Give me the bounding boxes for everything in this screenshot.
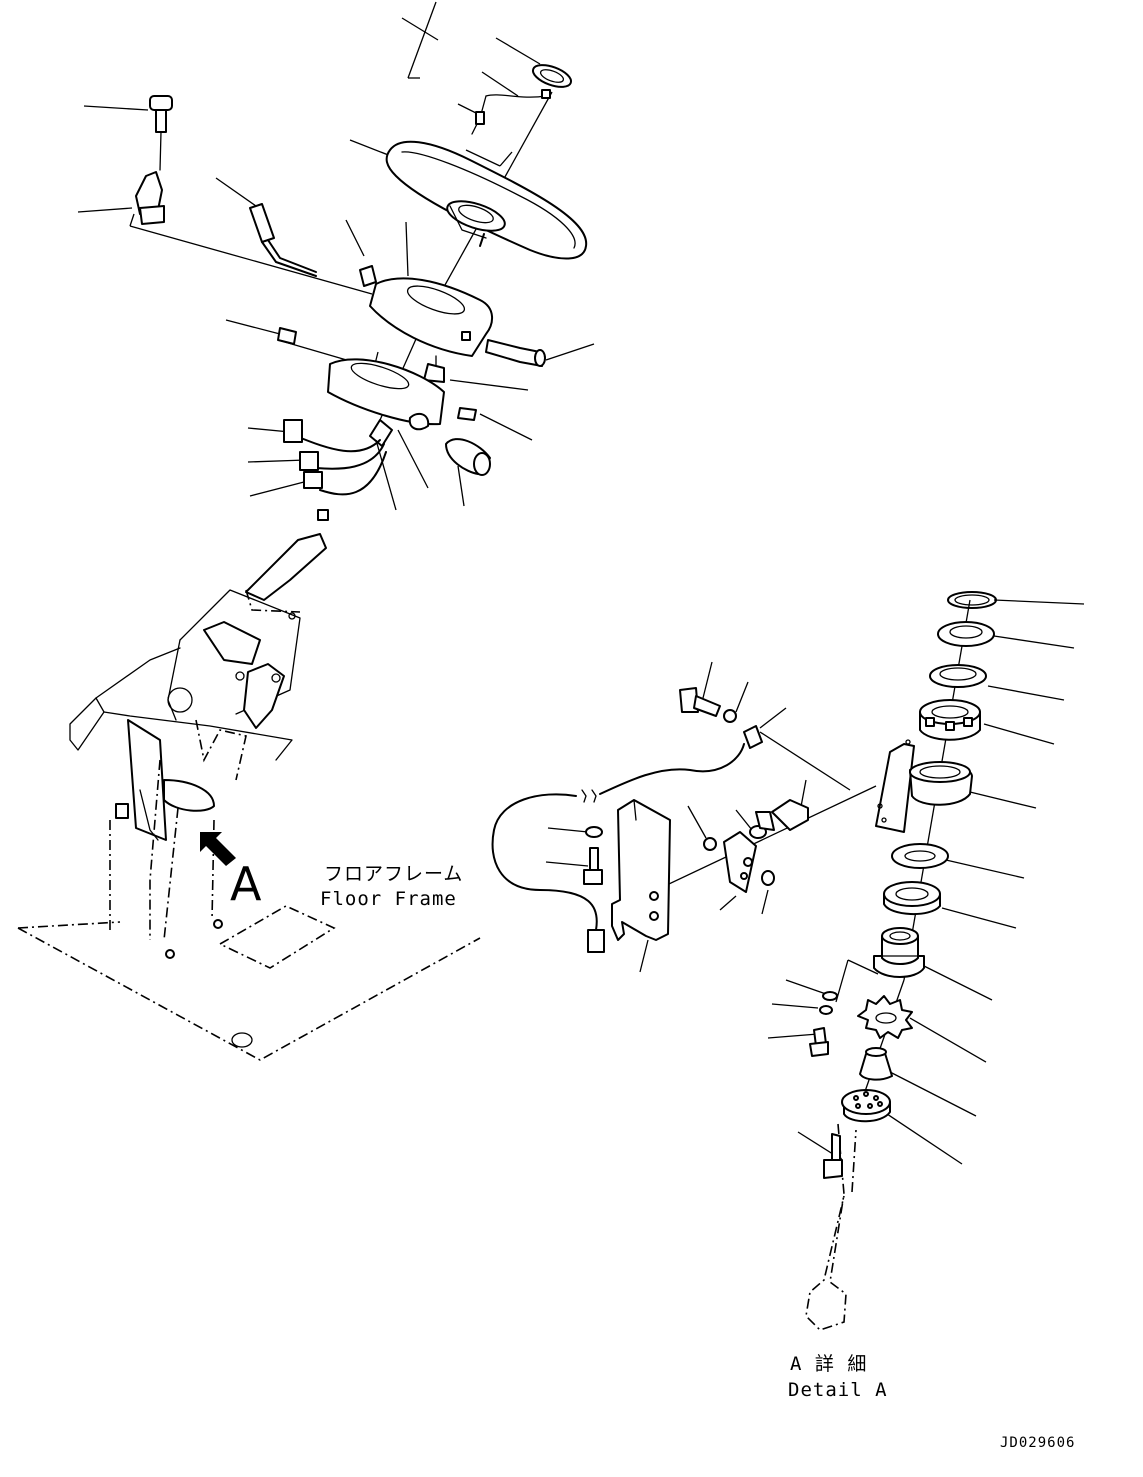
floor-frame-outline	[17, 905, 481, 1061]
washer-4-icon	[883, 881, 941, 916]
leader-lines-detail	[545, 599, 1085, 1165]
key-cylinder-icon	[445, 438, 491, 476]
washer-2-icon	[929, 664, 987, 688]
connector-right-icon	[485, 339, 546, 367]
lower-shaft-icon	[805, 1123, 857, 1331]
cone-icon	[859, 1047, 893, 1081]
lever-bracket-icon	[135, 171, 165, 225]
column-bracket-frame	[69, 589, 301, 761]
detail-a-assembly: A 詳 細 Detail A	[491, 591, 1085, 1401]
small-washer-icon	[809, 991, 838, 1057]
bearing-housing-icon	[875, 739, 973, 833]
steering-wheel-icon	[385, 140, 588, 260]
pedal-bracket-icon	[109, 719, 247, 959]
sensor-wire-icon	[491, 743, 745, 953]
detail-label-en: Detail A	[788, 1379, 888, 1401]
harness-connectors-icon	[283, 419, 393, 521]
floor-frame-label-en: Floor Frame	[320, 888, 457, 910]
lower-cover-icon	[277, 327, 477, 431]
spline-gear-icon	[857, 995, 913, 1039]
view-arrow-icon	[200, 832, 236, 866]
detail-label-jp: A 詳 細	[790, 1353, 867, 1375]
view-marker-label: A	[230, 857, 262, 911]
bolt-icon	[149, 95, 173, 171]
switch-plate-icon	[723, 831, 757, 893]
horn-wire-icon	[471, 89, 551, 135]
leader-lines-top	[77, 1, 595, 511]
steering-column-assembly: A フロアフレーム Floor Frame	[17, 1, 595, 1061]
lower-bolt-icon	[823, 1133, 843, 1179]
drawing-code: JD029606	[1000, 1435, 1075, 1451]
lever-rod-icon	[249, 203, 317, 277]
washer-3-icon	[891, 843, 949, 869]
floor-frame-label-jp: フロアフレーム	[324, 863, 463, 885]
upper-cover-icon	[359, 265, 493, 357]
flange-plate-icon	[841, 1089, 891, 1123]
bearing-icon	[919, 699, 981, 741]
bolt-mid-icon	[755, 799, 809, 831]
column-shaft-icon	[245, 533, 327, 613]
snap-ring-icon	[947, 591, 997, 609]
small-switch-icon	[423, 355, 445, 383]
bushing-icon	[873, 927, 925, 978]
top-bolt-icon	[679, 687, 737, 723]
mounting-bracket-icon	[611, 799, 671, 941]
bolt-left-icon	[583, 826, 603, 885]
washer-1-icon	[937, 621, 995, 647]
horn-pad-icon	[531, 64, 573, 88]
sensor-icon	[743, 725, 763, 749]
